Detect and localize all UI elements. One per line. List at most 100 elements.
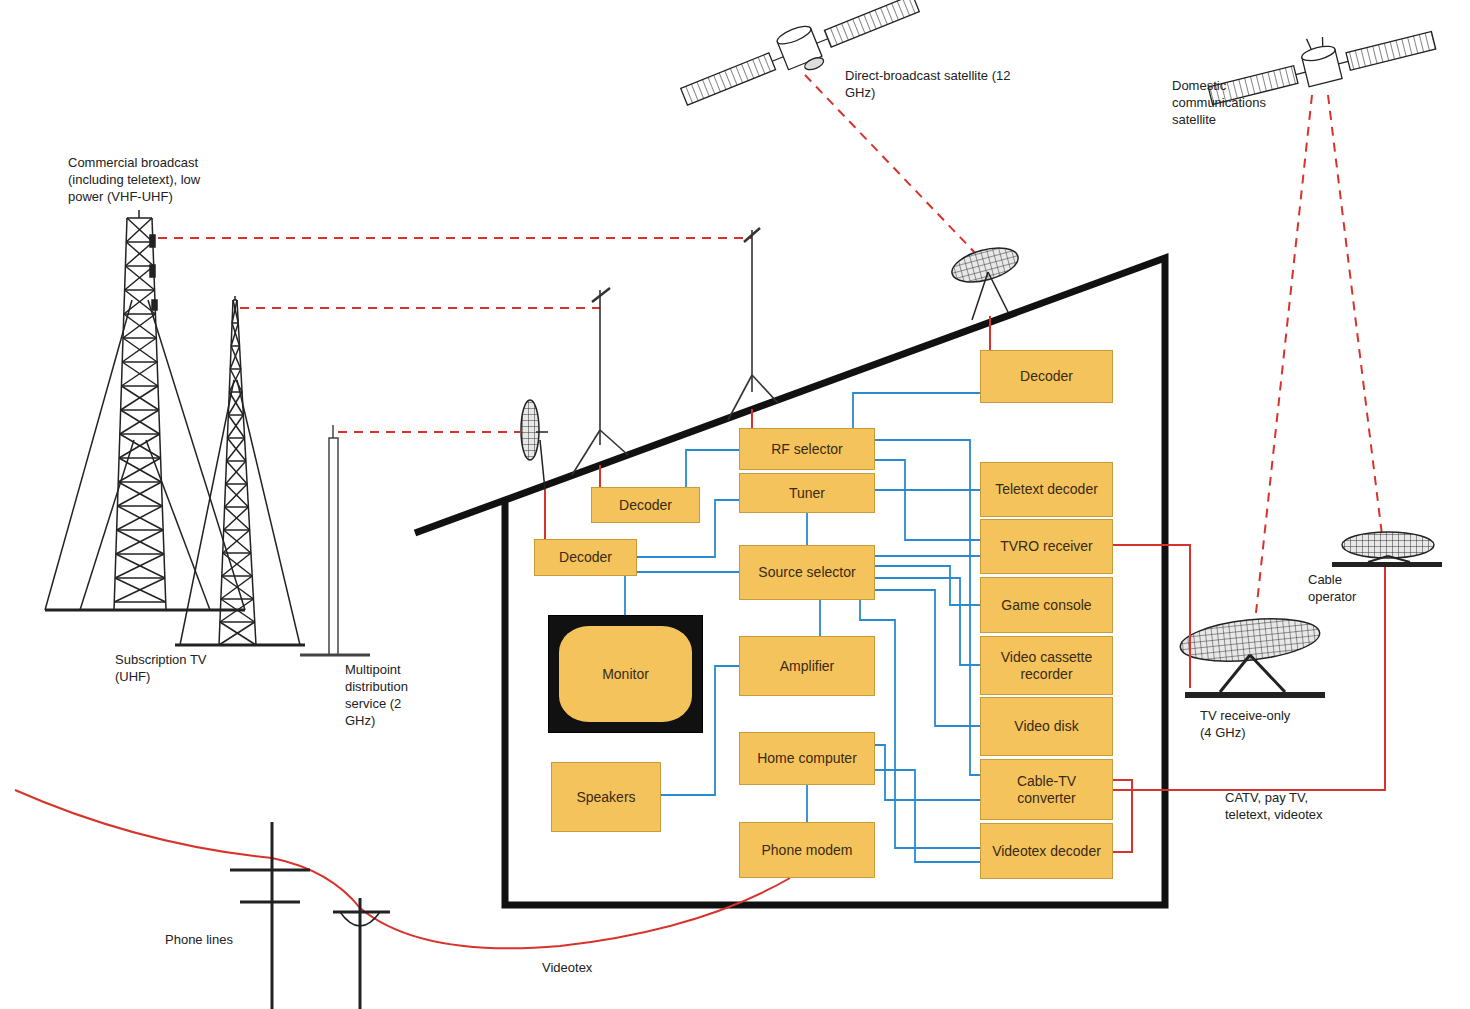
device-box: Videotex decoder (980, 823, 1113, 879)
tower-brace (226, 484, 249, 507)
node-label: Decoder (559, 549, 612, 566)
tower-brace (119, 458, 161, 482)
node-label: Decoder (1020, 368, 1073, 385)
tower-rung (117, 529, 163, 531)
caption-label: Multipoint distribution service (2 GHz) (345, 662, 430, 730)
tower-brace (222, 553, 251, 576)
caption-label: Commercial broadcast (including teletext… (68, 155, 218, 206)
cable (15, 316, 1385, 948)
decoder-box: Decoder (980, 350, 1113, 403)
tower-brace (223, 553, 252, 576)
tower-rung (115, 577, 165, 579)
tower-brace (223, 530, 250, 553)
tower-brace (126, 242, 154, 266)
signal-wire (686, 450, 739, 487)
node-label: Speakers (576, 789, 635, 806)
node-label: Amplifier (780, 658, 834, 675)
tower-brace (224, 530, 251, 553)
signal-wire (875, 460, 980, 540)
caption-label: TV receive-only (4 GHz) (1200, 708, 1300, 742)
signal-wire (625, 572, 739, 615)
node-label: Game console (1001, 597, 1091, 614)
tower-brace (115, 578, 166, 602)
tower-rung (126, 241, 153, 243)
tower-rung (225, 506, 249, 508)
ground-dish (1178, 532, 1442, 698)
node-label: Cable-TV converter (987, 773, 1106, 807)
signal-wire (860, 600, 980, 848)
tower-rung (125, 265, 153, 267)
tower-rung (229, 391, 242, 393)
rooftop-antenna (572, 228, 778, 475)
tower-rung (119, 457, 161, 459)
tower-brace (121, 386, 158, 410)
caption-label: Cable operator (1308, 572, 1388, 606)
tower-brace (115, 554, 164, 578)
process-box: Tuner (739, 473, 875, 513)
broadcast-tower (45, 210, 245, 610)
speaker-box: Speakers (551, 762, 661, 832)
tower-brace (230, 346, 239, 369)
tower-brace (117, 482, 161, 506)
tower-brace (125, 290, 156, 314)
node-label: Phone modem (761, 842, 852, 859)
subscription-tower (175, 296, 305, 645)
tower-brace (117, 506, 163, 530)
caption-label: Domestic communications satellite (1172, 78, 1294, 129)
tower-rung (228, 414, 243, 416)
tower-brace (221, 599, 255, 622)
communications-satellite (1203, 9, 1438, 110)
rooftop-dish (521, 242, 1022, 490)
signal-wire (661, 666, 739, 795)
signal-wire (875, 566, 980, 605)
tower-rung (118, 481, 161, 483)
tower-brace (118, 458, 160, 482)
tower-brace (118, 482, 162, 506)
signal-wire (875, 590, 980, 726)
node-label: Source selector (758, 564, 855, 581)
tower-brace (121, 410, 160, 434)
node-label: Monitor (559, 626, 692, 722)
tower-rung (227, 437, 244, 439)
telephone-pole (230, 822, 390, 1009)
tower-brace (117, 506, 163, 530)
signal-wire (637, 500, 739, 557)
tower-brace (116, 530, 163, 554)
tower-brace (233, 300, 238, 323)
process-box: Phone modem (739, 822, 875, 878)
node-label: Videotex decoder (992, 843, 1101, 860)
tower-rung (230, 368, 241, 370)
tower-brace (222, 576, 254, 599)
device-box: Video disk (980, 697, 1113, 756)
tower-brace (228, 392, 242, 415)
tower-rung (124, 313, 156, 315)
signal-wire (853, 393, 980, 428)
device-box: TVRO receiver (980, 519, 1113, 574)
tower-rung (223, 552, 251, 554)
tower-brace (220, 622, 256, 645)
tower-brace (229, 369, 241, 392)
tower-rung (117, 505, 162, 507)
signal-wire (819, 600, 821, 636)
tower-brace (226, 461, 247, 484)
signal-wire (875, 440, 980, 775)
tower-brace (116, 554, 165, 578)
tower-rung (121, 385, 158, 387)
caption-label: Direct-broadcast satellite (12 GHz) (845, 68, 1035, 102)
tower-brace (228, 415, 244, 438)
tower-brace (231, 323, 238, 346)
tower-brace (125, 242, 152, 266)
decoder-box: Decoder (534, 539, 637, 576)
tower-rung (127, 217, 152, 219)
signal-wire (806, 513, 808, 545)
node-label: Tuner (789, 485, 825, 502)
node-label: Video cassette recorder (987, 649, 1106, 683)
tower-brace (229, 392, 243, 415)
tower-rung (123, 337, 156, 339)
node-label: Video disk (1014, 718, 1078, 735)
tower-rung (222, 575, 252, 577)
tower-rung (220, 621, 255, 623)
tower-rung (221, 598, 254, 600)
signal-wire (875, 555, 980, 557)
tower-brace (226, 461, 246, 484)
